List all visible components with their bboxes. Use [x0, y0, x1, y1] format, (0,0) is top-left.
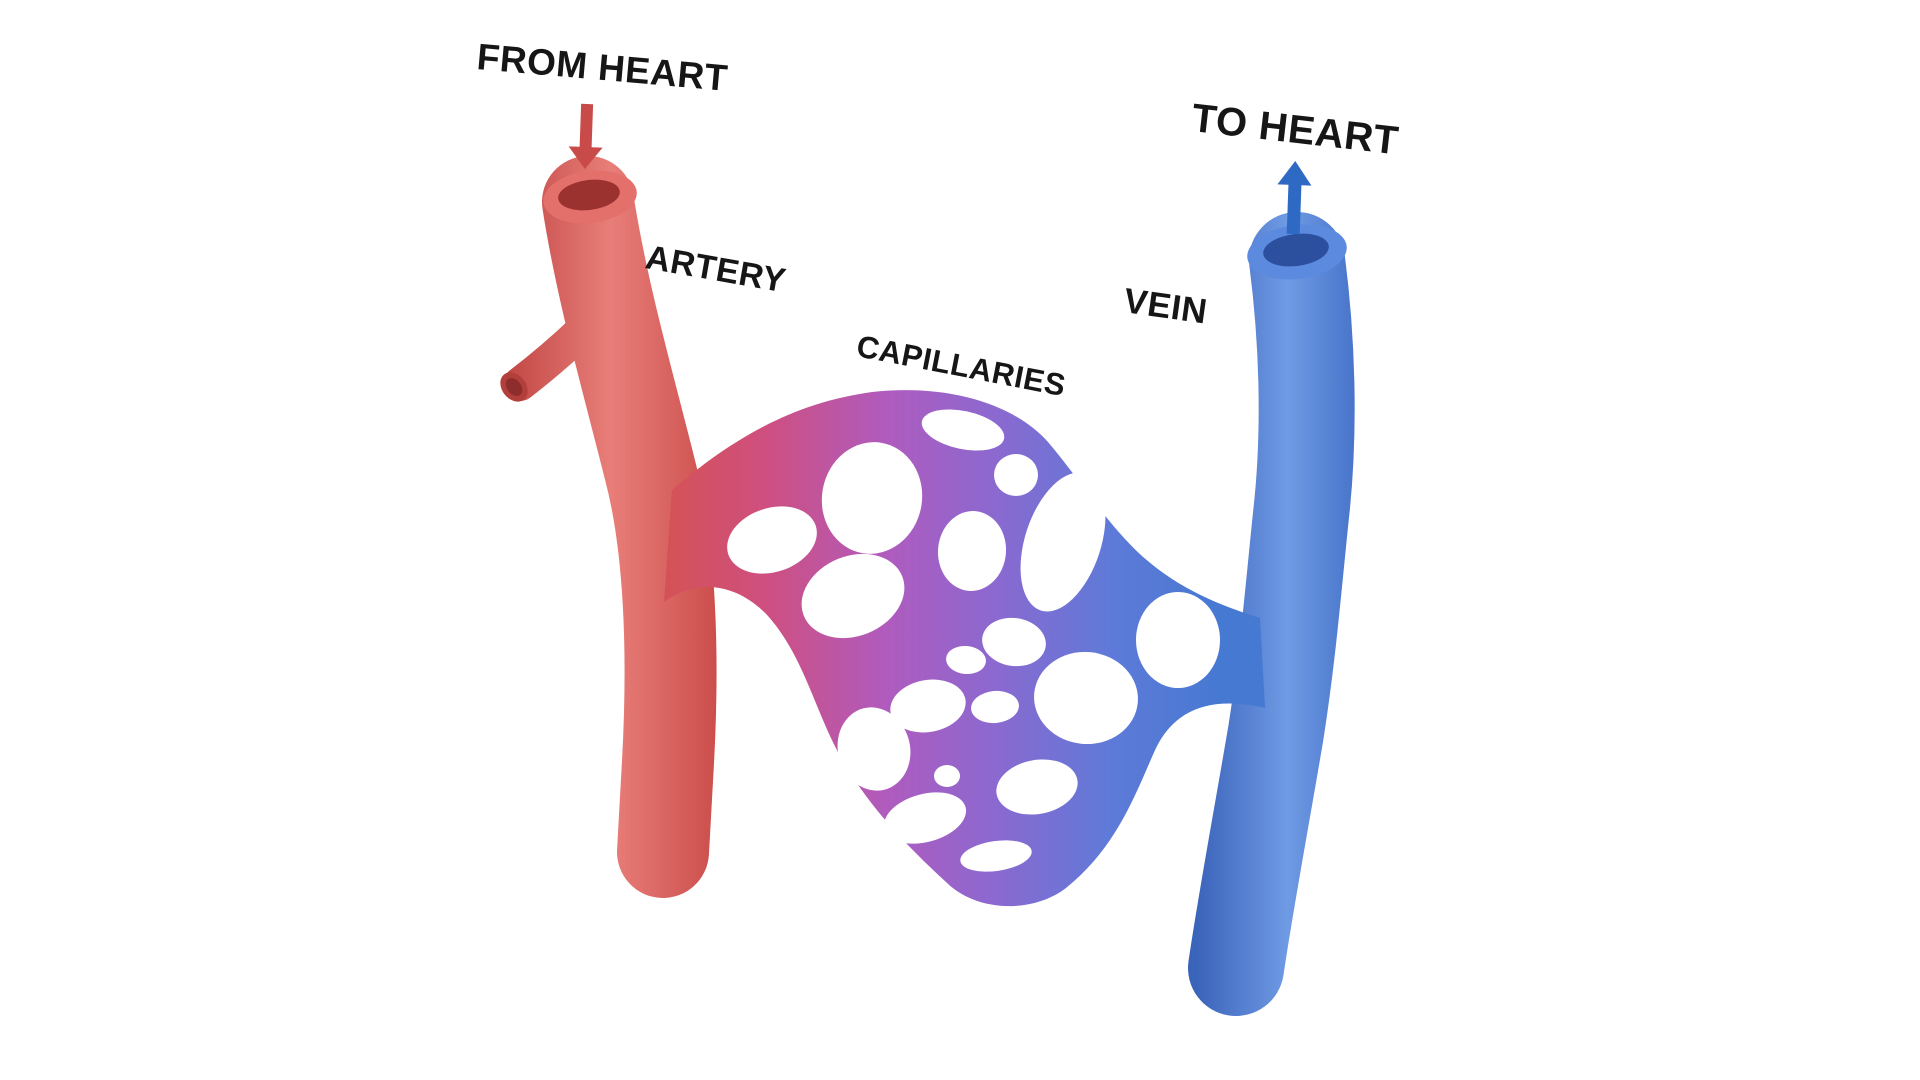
vein-opening-lumen: [1263, 233, 1329, 267]
flow-arrow-up-icon: [1277, 161, 1312, 235]
flow-arrow-down-icon: [568, 103, 603, 169]
artery-opening-lumen: [558, 179, 620, 211]
artery-branch-lumen: [505, 378, 523, 396]
capillary-network: [620, 360, 1320, 940]
